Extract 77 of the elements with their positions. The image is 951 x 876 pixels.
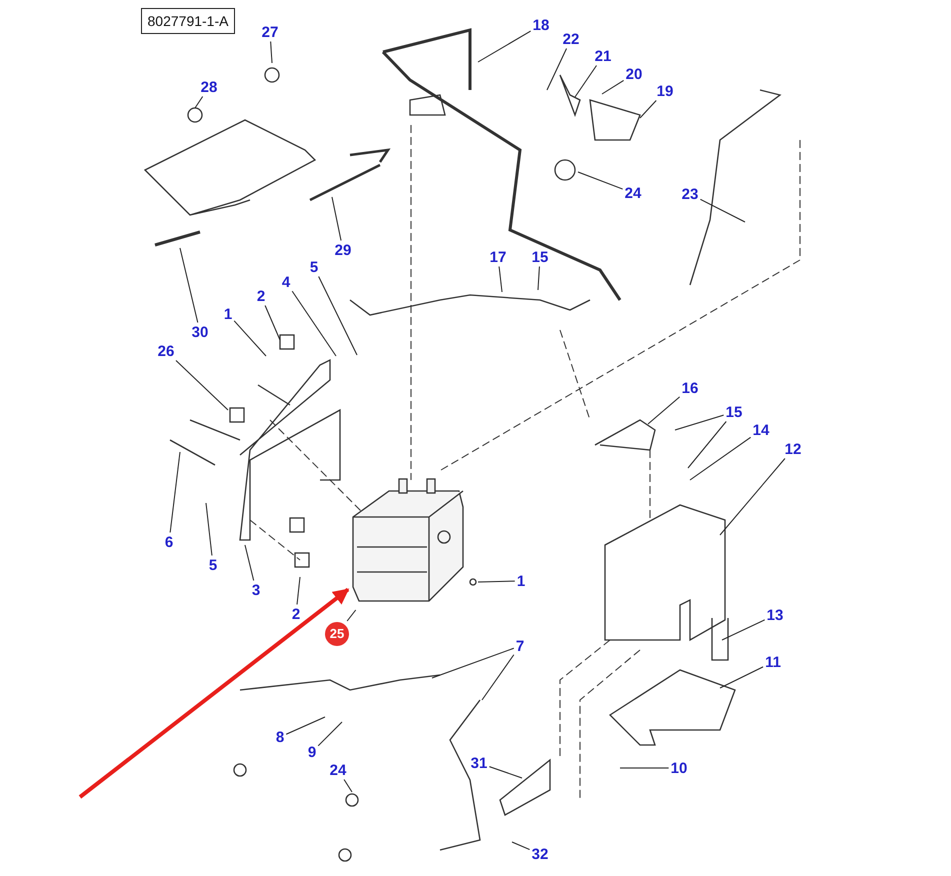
leader-line (478, 30, 532, 62)
callout-number: 30 (190, 324, 210, 340)
leader-line (296, 576, 300, 605)
leader-line (432, 648, 514, 678)
callout-number: 1 (516, 572, 526, 590)
leader-line (722, 619, 766, 640)
leader-line (512, 842, 530, 850)
leader-line (206, 502, 212, 556)
leader-line (690, 436, 752, 480)
callout-number: 9 (306, 744, 318, 760)
callout-number: 2 (256, 288, 266, 304)
callout-number: 3 (250, 582, 262, 598)
leader-line (546, 48, 568, 90)
callout-number: 31 (470, 754, 488, 772)
leader-line (478, 580, 516, 582)
callout-number: 11 (764, 654, 782, 670)
leader-line (170, 452, 180, 533)
callout-number: 5 (308, 258, 320, 276)
callout-number: 2 (290, 606, 302, 622)
leader-line (244, 544, 254, 581)
leader-line (175, 360, 228, 410)
leader-line (286, 716, 326, 735)
callout-number: 19 (656, 82, 674, 100)
callout-number: 23 (680, 186, 700, 202)
leader-line (538, 266, 540, 290)
arrow (78, 588, 350, 799)
callout-number: 29 (334, 242, 352, 258)
callout-number: 14 (752, 422, 770, 438)
drawing-number-box: 8027791-1-A (140, 8, 236, 34)
callout-number: 16 (680, 380, 700, 396)
callout-number: 1 (222, 306, 234, 322)
leader-line (194, 96, 204, 108)
callout-number: 15 (530, 248, 550, 266)
leader-line (640, 100, 657, 118)
callout-number: 6 (164, 534, 174, 550)
leader-line (602, 80, 624, 94)
callout-number: 22 (562, 30, 580, 48)
callout-number: 8 (274, 728, 286, 746)
leader-line (488, 766, 522, 778)
leader-line (180, 248, 198, 323)
callout-number: 28 (200, 78, 218, 96)
leader-line (578, 172, 624, 190)
callout-number: 10 (670, 760, 688, 776)
callout-number: 5 (208, 556, 218, 574)
leader-line (292, 290, 336, 356)
leader-line (574, 65, 597, 98)
callout-number: 24 (624, 184, 642, 202)
callout-number: 12 (784, 440, 802, 458)
callout-number: 24 (328, 762, 348, 778)
leader-line (674, 414, 724, 430)
leader-line (270, 41, 272, 64)
leader-line (346, 610, 356, 622)
callout-number: 27 (260, 24, 280, 40)
leader-line (720, 666, 764, 688)
callout-number: 4 (280, 274, 292, 290)
leader-line (482, 654, 514, 700)
leader-line (688, 421, 727, 468)
leader-line (318, 276, 358, 356)
callout-number: 13 (766, 606, 784, 624)
leader-line (498, 266, 502, 292)
leader-line (720, 458, 786, 536)
leader-line (648, 396, 680, 424)
callout-number: 18 (532, 16, 550, 34)
leader-line (344, 779, 352, 792)
callout-number: 7 (514, 638, 526, 654)
callout-number: 17 (488, 248, 508, 266)
callout-number: 15 (724, 404, 744, 420)
callout-number: 25 (325, 622, 349, 646)
leader-line (332, 196, 342, 241)
callout-number: 20 (624, 66, 644, 82)
callout-number: 21 (594, 48, 612, 64)
callout-number: 26 (156, 342, 176, 360)
leader-line (234, 320, 266, 356)
leader-line (700, 198, 746, 222)
leader-line (264, 305, 280, 340)
callout-number: 32 (530, 846, 550, 862)
leader-line (318, 722, 342, 746)
